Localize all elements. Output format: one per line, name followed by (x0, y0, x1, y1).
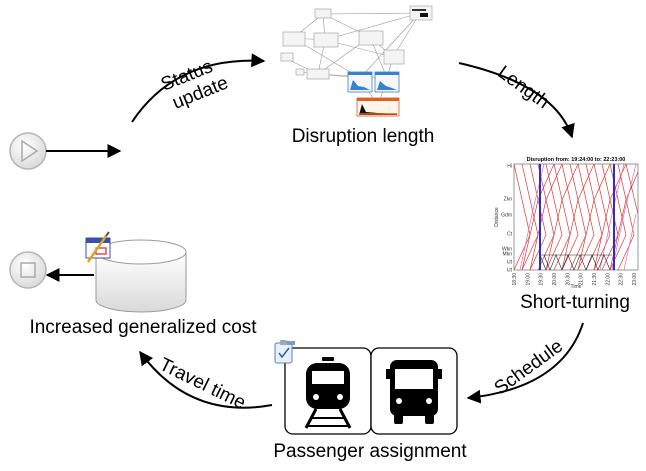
timetable-xlabel: Time (571, 284, 582, 290)
timetable-x-tick: 21:00 (579, 273, 585, 286)
travel-time-arrow (139, 350, 273, 409)
train-icon (284, 347, 372, 435)
timetable-y-tick: Mkn (503, 252, 513, 258)
schedule-label: Schedule (491, 336, 567, 400)
network-thumbnail (280, 5, 433, 117)
timetable-x-ticks: 18:30 19:00 19:30 20:00 20:30 21:00 21:30 22:00… (512, 273, 638, 286)
increased-cost-label: Increased generalized cost (29, 317, 257, 338)
length-label: Length (494, 62, 553, 113)
short-turning-label: Short-turning (520, 292, 630, 313)
timetable-x-tick: 19:00 (525, 273, 531, 286)
timetable-x-tick: 22:30 (619, 273, 625, 286)
length-arrow (458, 62, 575, 139)
status-update-arrow (131, 53, 266, 123)
timetable-x-tick: 20:00 (552, 273, 558, 286)
timetable-title: Disruption from: 19:24:00 to: 22:23:00 (527, 157, 626, 163)
timetable-x-tick: 21:30 (592, 273, 598, 286)
start-event-icon (9, 132, 47, 170)
schedule-arrow (466, 322, 584, 404)
timetable-x-tick: 18:30 (512, 273, 518, 286)
timetable-y-tick: Hi (507, 164, 512, 170)
timetable-y-tick: Gdm (501, 213, 512, 219)
bus-icon (370, 347, 458, 435)
timetable-x-tick: 20:30 (565, 273, 571, 286)
timetable-x-tick: 23:00 (632, 273, 638, 286)
calendar-icon (85, 231, 111, 263)
disruption-length-label: Disruption length (292, 126, 435, 147)
timetable-y-tick: Ct (507, 232, 513, 238)
timetable-x-tick: 22:00 (605, 273, 611, 286)
timetable-y-tick: Zkn (504, 197, 513, 203)
timetable-y-tick: Ut (507, 260, 513, 266)
timetable-y-tick: Wkn (502, 247, 512, 253)
passenger-assignment-label: Passenger assignment (273, 441, 467, 462)
timetable-x-tick: 19:30 (539, 273, 545, 286)
end-event-icon (9, 251, 47, 289)
timetable-y-tick: Ut (507, 268, 513, 274)
timetable-ylabel: Distance (494, 207, 500, 227)
timetable-trip-lines (513, 163, 639, 271)
clipboard-icon (274, 340, 295, 364)
timetable-chart: Disruption from: 19:24:00 to: 22:23:00 D… (494, 157, 639, 290)
timetable-plot-area (513, 163, 639, 271)
database-icon (95, 239, 187, 313)
